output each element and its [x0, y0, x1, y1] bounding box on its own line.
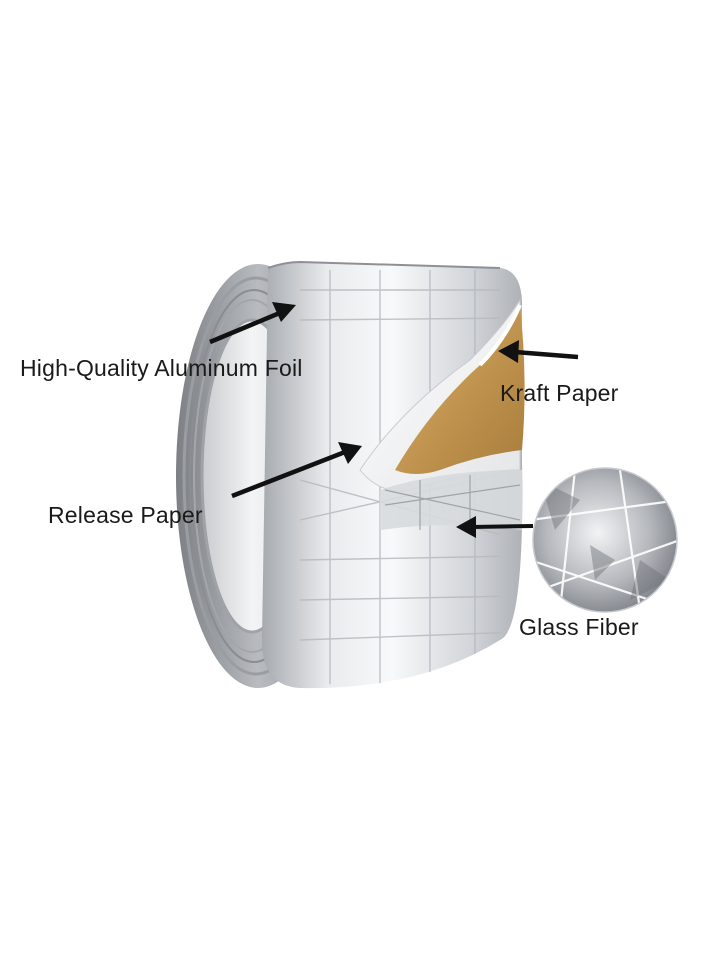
label-glass-fiber: Glass Fiber: [519, 614, 639, 640]
glass-fiber-zoom: [532, 467, 678, 613]
label-kraft-paper: Kraft Paper: [500, 380, 619, 406]
arrows: [209, 302, 579, 538]
arrow-kraft: [498, 340, 579, 363]
arrow-release: [231, 442, 362, 499]
label-release-paper: Release Paper: [48, 502, 203, 528]
kraft-paper-sheet: [395, 305, 525, 474]
arrow-foil: [209, 302, 296, 345]
arrow-glass: [456, 516, 534, 538]
peeled-layer: [359, 298, 525, 530]
label-aluminum-foil: High-Quality Aluminum Foil: [20, 355, 303, 381]
